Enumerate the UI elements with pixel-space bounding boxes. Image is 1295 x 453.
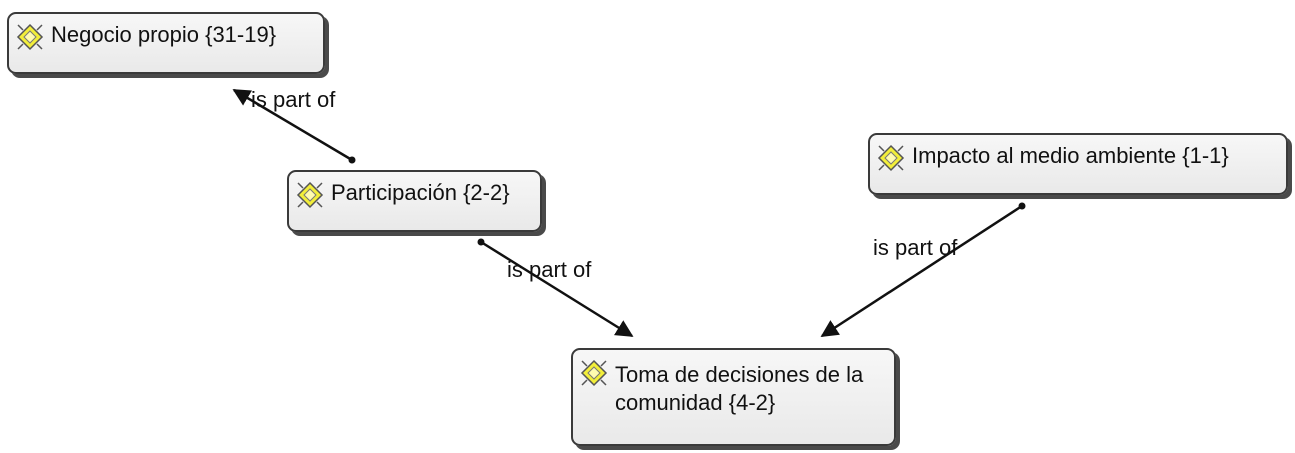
edge-impacto-to-toma[interactable] — [820, 204, 1023, 338]
edge-label-is-part-of: is part of — [873, 235, 958, 260]
node-label: Participación {2-2} — [331, 180, 510, 205]
code-diamond-icon — [296, 181, 324, 209]
edge-origin-dot — [477, 238, 485, 246]
edge-label-is-part-of: is part of — [251, 87, 336, 112]
edge-origin-dot — [1018, 202, 1026, 210]
edge-participacion-to-negocio[interactable] — [232, 88, 353, 162]
code-diamond-icon — [16, 23, 44, 51]
edge-label-is-part-of: is part of — [507, 257, 592, 282]
code-diamond-icon — [877, 144, 905, 172]
edge-participacion-to-toma[interactable] — [480, 240, 634, 338]
edge-origin-dot — [348, 156, 356, 164]
node-negocio-propio[interactable]: Negocio propio {31-19} — [7, 12, 325, 74]
node-toma-de-decisiones[interactable]: Toma de decisiones de la comunidad {4-2} — [571, 348, 896, 446]
node-label: Negocio propio {31-19} — [51, 22, 277, 47]
node-participacion[interactable]: Participación {2-2} — [287, 170, 542, 232]
node-label: Impacto al medio ambiente {1-1} — [912, 143, 1229, 168]
node-label: Toma de decisiones de la comunidad {4-2} — [615, 362, 864, 415]
code-diamond-icon — [580, 359, 608, 387]
node-impacto-medio-ambiente[interactable]: Impacto al medio ambiente {1-1} — [868, 133, 1288, 195]
